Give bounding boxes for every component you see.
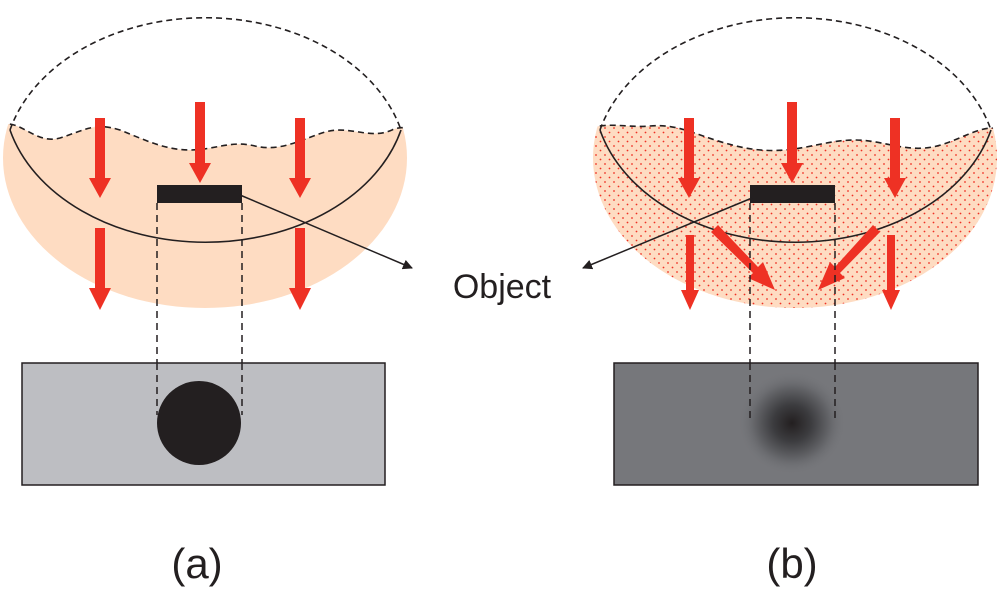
object-bar-b xyxy=(750,185,835,203)
red-arrow xyxy=(681,235,699,310)
object-bar-a xyxy=(157,185,242,203)
panel-a: (a) xyxy=(3,17,407,587)
red-arrow xyxy=(884,118,906,198)
panel-b: (b) xyxy=(593,17,997,587)
panel-label-a: (a) xyxy=(171,540,222,587)
red-arrow xyxy=(89,228,111,310)
projection-lines-b-onscreen xyxy=(749,363,836,420)
pointer-arrow-left xyxy=(239,194,413,270)
scattered-arrow xyxy=(818,225,880,290)
red-arrow xyxy=(678,118,700,198)
blurred-shadow xyxy=(738,371,846,475)
container-bottom-a xyxy=(9,129,402,243)
beam-arrows-a xyxy=(89,102,311,310)
red-arrow xyxy=(882,235,900,310)
panel-label-b: (b) xyxy=(766,540,817,587)
container-outline-b xyxy=(599,17,992,131)
scattered-arrow xyxy=(711,225,775,290)
object-callout: Object xyxy=(239,194,753,306)
container-bottom-b xyxy=(599,129,992,243)
red-arrow xyxy=(781,102,803,183)
container-outline-a xyxy=(9,17,402,131)
red-arrow xyxy=(189,102,211,183)
pointer-arrow-right xyxy=(582,197,753,270)
sharp-shadow xyxy=(157,381,241,465)
beam-arrows-b xyxy=(678,102,906,310)
red-arrow xyxy=(289,118,311,198)
object-label: Object xyxy=(453,268,552,306)
red-arrow xyxy=(289,228,311,310)
fluid-region-a xyxy=(3,123,407,308)
red-arrow xyxy=(89,118,111,198)
projection-lines-a-onscreen xyxy=(156,363,243,415)
